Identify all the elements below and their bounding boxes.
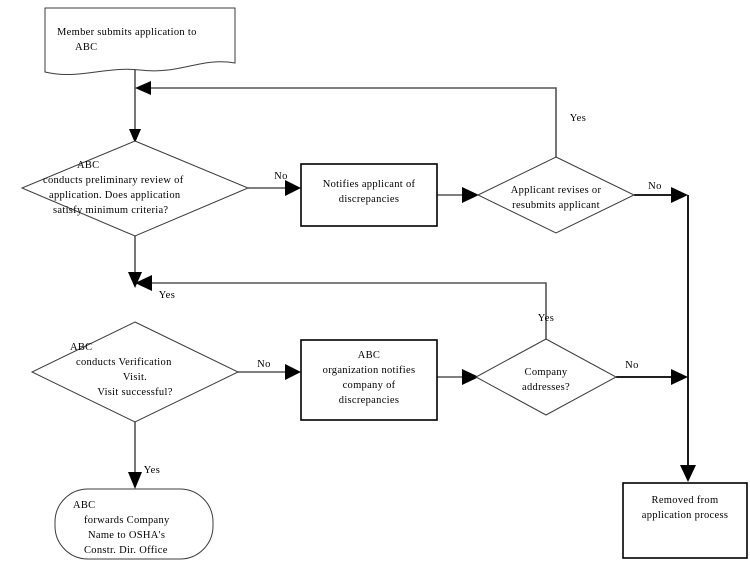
diamond-shape	[20, 140, 250, 237]
node-start-line-0: Member submits application to	[57, 27, 197, 38]
edge-labels: No Yes No Yes No Yes No Yes	[144, 113, 662, 476]
node-removed-line-0: Removed from	[652, 495, 719, 506]
diamond-shape	[30, 321, 240, 423]
node-decision1[interactable]: ABC conducts preliminary review of appli…	[20, 140, 250, 237]
arrowhead-start-to-decision1	[129, 129, 141, 143]
edge-label-no-removed-bottom: No	[625, 360, 639, 371]
arrowhead-decision2-no	[671, 187, 688, 203]
node-forward-line-1: forwards Company	[84, 515, 170, 526]
edge-decision4-yes-feedback	[150, 282, 547, 339]
arrowhead-decision4-no	[671, 369, 688, 385]
node-notify2-line-3: discrepancies	[339, 395, 399, 406]
edge-label-yes-loop-2: Yes	[159, 290, 175, 301]
node-decision1-line-1: conducts preliminary review of	[43, 175, 184, 186]
arrowhead-notify1-to-decision2	[462, 187, 479, 203]
arrowhead-into-removed	[680, 465, 696, 482]
arrowhead-notify2-to-decision4	[462, 369, 479, 385]
node-decision3-line-2: Visit.	[123, 372, 147, 383]
edge-decision2-yes-feedback	[148, 87, 557, 157]
node-notify1[interactable]: Notifies applicant of discrepancies	[300, 163, 438, 227]
node-decision4-line-0: Company	[525, 367, 568, 378]
arrowhead-decision2-yes-feedback	[135, 81, 151, 95]
node-decision1-line-2: application. Does application	[49, 190, 181, 201]
node-notify2[interactable]: ABC organization notifies company of dis…	[300, 339, 438, 421]
edge-label-no-2: No	[257, 359, 271, 370]
node-decision3[interactable]: ABC conducts Verification Visit. Visit s…	[30, 321, 240, 423]
node-decision3-line-3: Visit successful?	[97, 387, 172, 398]
edge-label-yes-resubmit: Yes	[570, 113, 586, 124]
node-decision4-line-1: addresses?	[522, 382, 570, 393]
node-removed-line-1: application process	[642, 510, 728, 521]
document-shape	[44, 7, 236, 75]
arrowhead-decision3-to-forward	[128, 472, 142, 489]
arrowhead-decision3-to-notify2	[285, 364, 301, 380]
arrowhead-decision4-yes-feedback	[135, 275, 152, 291]
node-forward-line-2: Name to OSHA's	[88, 530, 165, 541]
node-notify2-line-2: company of	[343, 380, 396, 391]
diamond-shape	[476, 156, 636, 234]
node-notify1-line-1: discrepancies	[339, 194, 399, 205]
edge-label-no-removed-top: No	[648, 181, 662, 192]
rect-shape	[300, 339, 438, 421]
node-decision1-line-3: satisfy minimum criteria?	[53, 205, 168, 216]
node-start-line-1: ABC	[75, 42, 98, 53]
node-notify1-line-0: Notifies applicant of	[323, 179, 416, 190]
node-decision2[interactable]: Applicant revises or resubmits applicant	[476, 156, 636, 234]
rect-shape	[300, 163, 438, 227]
node-decision2-line-1: resubmits applicant	[512, 200, 600, 211]
node-decision3-line-0: ABC	[70, 342, 93, 353]
arrowhead-decision1-to-notify1	[285, 180, 301, 196]
edge-label-yes-forward: Yes	[144, 465, 160, 476]
node-forward[interactable]: ABC forwards Company Name to OSHA's Cons…	[54, 488, 214, 560]
node-decision3-line-1: conducts Verification	[76, 357, 172, 368]
rounded-shape	[54, 488, 214, 560]
node-decision1-line-0: ABC	[77, 160, 100, 171]
node-forward-line-3: Constr. Dir. Office	[84, 545, 168, 556]
node-notify2-line-1: organization notifies	[323, 365, 416, 376]
diamond-shape	[474, 338, 618, 416]
arrowhead-decision1-to-decision3	[128, 272, 142, 288]
node-decision4[interactable]: Company addresses?	[474, 338, 618, 416]
edge-label-no-1: No	[274, 171, 288, 182]
node-notify2-line-0: ABC	[358, 350, 381, 361]
rect-shape	[622, 482, 748, 559]
edge-label-yes-addresses: Yes	[538, 313, 554, 324]
node-forward-line-0: ABC	[73, 500, 96, 511]
node-decision2-line-0: Applicant revises or	[511, 185, 602, 196]
connectors	[128, 70, 696, 489]
node-removed[interactable]: Removed from application process	[622, 482, 748, 559]
node-start[interactable]: Member submits application to ABC	[44, 7, 236, 75]
